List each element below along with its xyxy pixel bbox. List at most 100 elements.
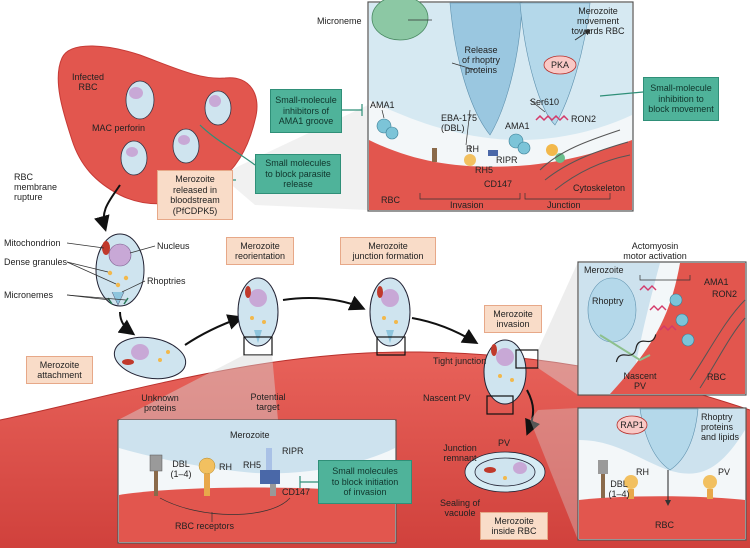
- label-pv-b: PV: [718, 467, 731, 477]
- infected-rbc-merozoites: [120, 80, 232, 176]
- label-dbl-a: DBL (1–4): [170, 459, 192, 479]
- merozoite-attachment: [113, 336, 187, 380]
- label-junction-remnant: Junction remnant: [443, 443, 477, 463]
- label-micronemes: Micronemes: [4, 290, 54, 300]
- merozoite-schematic: [95, 233, 145, 307]
- zoom-wedge-bottom-left: [118, 355, 278, 420]
- label-release-rhoptry: Release of rhoptry proteins: [461, 45, 501, 75]
- stage-box-attachment: Merozoite attachment: [26, 356, 93, 384]
- stage-box-junction-formation: Merozoite junction formation: [340, 237, 436, 265]
- invasion-zoom-box-b: [486, 395, 514, 415]
- stage-box-released: Merozoite released in bloodstream (PfCDP…: [157, 170, 233, 220]
- br-receptors: [598, 460, 717, 499]
- inhibition-lines: [199, 91, 644, 488]
- label-rbc-a: RBC: [381, 195, 401, 205]
- label-pka: PKA: [550, 60, 569, 70]
- label-ron2-b: RON2: [712, 289, 738, 299]
- label-rap1: RAP1: [620, 420, 644, 430]
- arrow-to-reorientation: [184, 314, 244, 346]
- label-rbc-receptors: RBC receptors: [175, 521, 235, 531]
- label-unknown-proteins: Unknown proteins: [141, 393, 179, 413]
- drug-box-block-movement: Small-molecule inhibition to block movem…: [643, 77, 719, 121]
- label-rh-b: RH: [219, 462, 232, 472]
- reorientation-zoom-box: [243, 336, 273, 356]
- rap1-circle: [616, 415, 648, 435]
- label-nascent-pv: Nascent PV: [423, 393, 471, 403]
- label-rh5-a: RH5: [475, 165, 494, 175]
- label-potential-target: Potential target: [250, 392, 286, 412]
- label-cytoskeleton: Cytoskeleton: [573, 183, 626, 193]
- label-infected-rbc: Infected RBC: [71, 72, 105, 92]
- label-dense-granules: Dense granules: [4, 257, 68, 267]
- label-ripr-b: RIPR: [282, 446, 304, 456]
- label-rhoptries: Rhoptries: [147, 276, 186, 286]
- label-rhoptry-proteins: Rhoptry proteins and lipids: [701, 412, 740, 442]
- label-rhoptry: Rhoptry: [592, 296, 624, 306]
- label-ama1-b: AMA1: [505, 121, 530, 131]
- top-panel-pointers: [381, 19, 546, 152]
- label-cd147-a: CD147: [484, 179, 513, 189]
- arrow-movement: [574, 29, 591, 41]
- label-nascent-pv-b: Nascent PV: [623, 371, 657, 391]
- label-microneme: Microneme: [317, 16, 362, 26]
- rm-actomyosin: [639, 285, 677, 331]
- infected-rbc-shape: [57, 45, 258, 205]
- ama1-proteins: [376, 118, 531, 155]
- junction-zoom-box: [376, 336, 406, 356]
- pka-circle: [543, 55, 577, 75]
- label-rbc-b: RBC: [707, 372, 727, 382]
- label-mac-perforin: MAC perforin: [92, 123, 146, 133]
- arrow-to-invasion: [411, 317, 479, 345]
- label-invasion: Invasion: [450, 200, 484, 210]
- zoom-wedge-bottom-right: [530, 408, 578, 540]
- label-rbc-c: RBC: [655, 520, 675, 530]
- arrow-to-junction: [282, 295, 366, 311]
- label-merozoite-movement: Merozoite movement towards RBC: [571, 6, 625, 36]
- rm-ama1: [669, 293, 695, 347]
- drug-box-block-initiation: Small molecules to block initiation of i…: [318, 460, 412, 504]
- label-tight-junction: Tight junction: [433, 356, 487, 366]
- receptors-top: [432, 144, 565, 166]
- zoom-wedge-right: [538, 262, 578, 395]
- merozoite-reorientation: [237, 277, 279, 347]
- invasion-zoom-box-a: [515, 349, 539, 369]
- arrow-release: [94, 184, 121, 232]
- rm-cytoskeleton: [689, 299, 746, 389]
- label-sealing-vacuole: Sealing of vacuole: [439, 498, 481, 518]
- schematic-pointers: [66, 242, 156, 301]
- label-rh-a: RH: [466, 144, 479, 154]
- merozoite-inside: [464, 451, 546, 493]
- label-ama1-c: AMA1: [704, 277, 729, 287]
- label-ama1-a: AMA1: [370, 100, 395, 110]
- merozoite-junction: [369, 277, 411, 347]
- label-junction: Junction: [547, 200, 581, 210]
- label-ron2-a: RON2: [571, 114, 597, 124]
- label-cd147-b: CD147: [282, 487, 311, 497]
- label-rbc-membrane-rupture: RBC membrane rupture: [14, 172, 58, 202]
- rm-wave: [615, 334, 657, 363]
- label-merozoite-b: Merozoite: [584, 265, 624, 275]
- drug-box-ama1-groove: Small-molecule inhibitors of AMA1 groove: [270, 89, 342, 133]
- stage-box-invasion: Merozoite invasion: [484, 305, 542, 333]
- arrow-to-inside: [525, 389, 540, 436]
- label-pv: PV: [498, 438, 511, 448]
- label-mitochondrion: Mitochondrion: [4, 238, 61, 248]
- arrow-to-attachment: [117, 311, 136, 336]
- drug-box-block-release: Small molecules to block parasite releas…: [255, 154, 341, 194]
- label-eba175: EBA-175 (DBL): [441, 113, 478, 133]
- label-ripr-a: RIPR: [496, 155, 518, 165]
- label-ser610: Ser610: [530, 97, 560, 107]
- stage-box-inside-rbc: Merozoite inside RBC: [480, 512, 548, 540]
- label-nucleus: Nucleus: [157, 241, 190, 251]
- pka-zigzag: [535, 114, 569, 122]
- label-rh5-b: RH5: [243, 460, 262, 470]
- label-dbl-b: DBL (1–4): [608, 479, 630, 499]
- cytoskeleton-lines: [539, 129, 631, 191]
- stage-box-reorientation: Merozoite reorientation: [226, 237, 294, 265]
- label-rh-c: RH: [636, 467, 649, 477]
- label-actomyosin: Actomyosin motor activation: [623, 241, 687, 261]
- bl-receptors: [149, 448, 280, 496]
- label-merozoite-a: Merozoite: [230, 430, 270, 440]
